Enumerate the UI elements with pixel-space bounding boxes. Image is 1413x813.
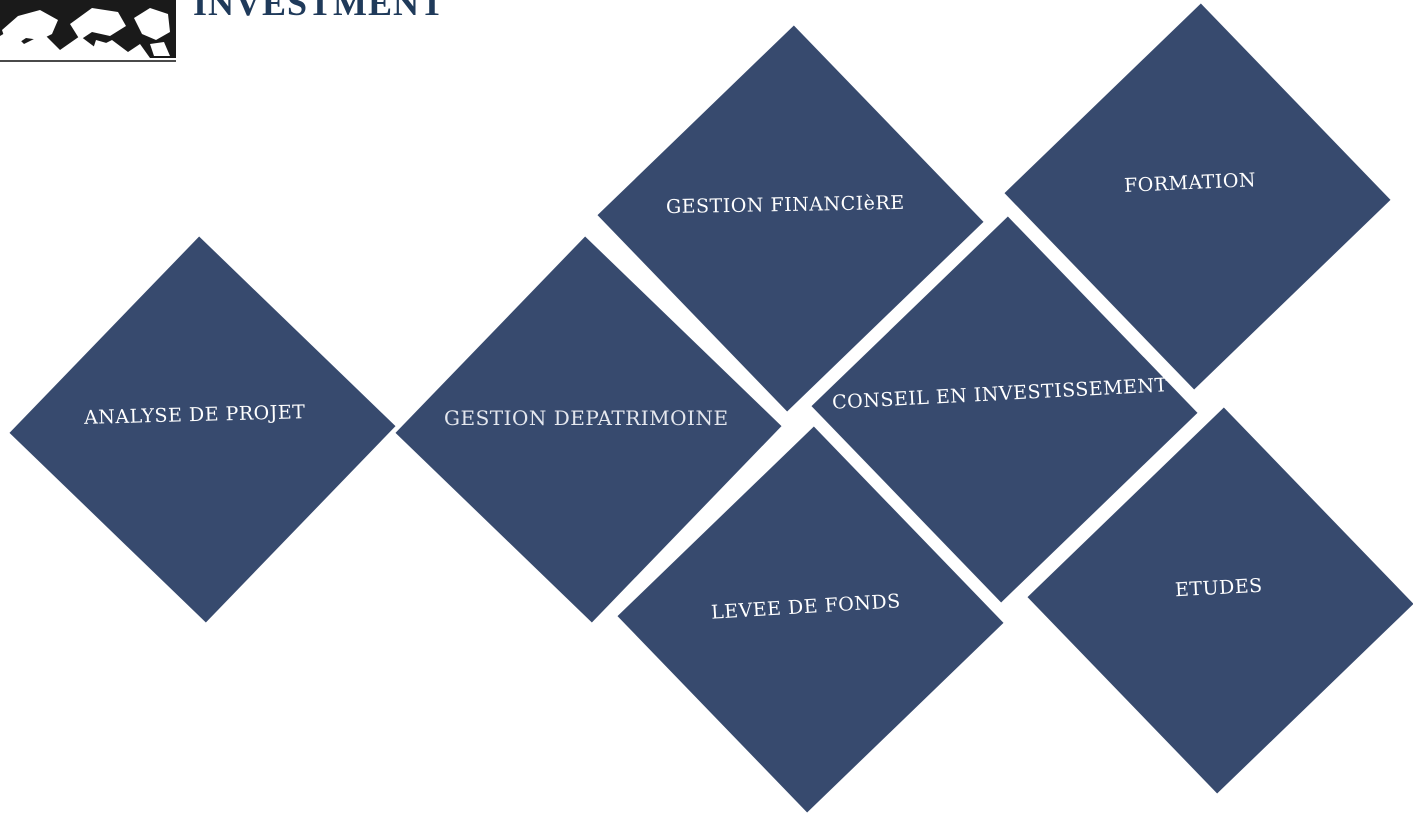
bull-logo-icon [0,0,176,62]
tile-label: GESTION FINANCIèRE [665,191,905,219]
logo-underline [0,60,176,62]
tile-analyse-de-projet[interactable] [9,236,396,623]
tile-label: ETUDES [1174,574,1264,602]
tile-label: GESTION DEPATRIMOINE [444,406,729,430]
company-name: INVESTMENT [193,0,446,23]
